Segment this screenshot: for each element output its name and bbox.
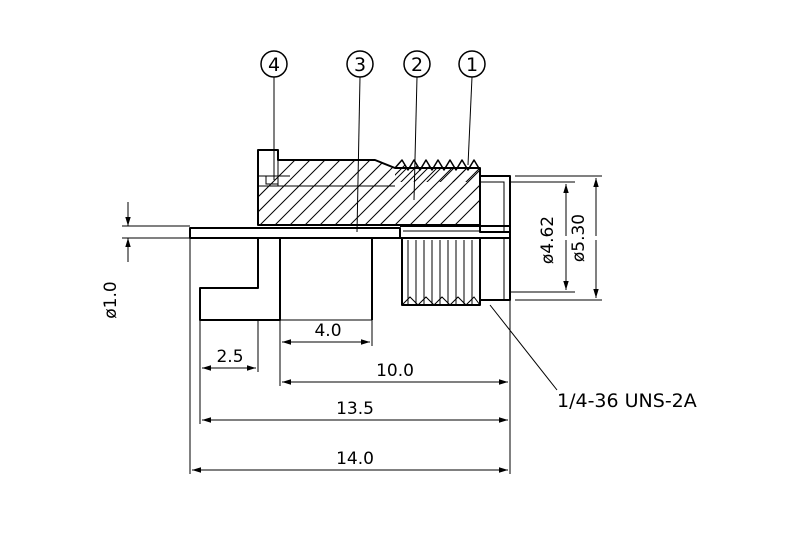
svg-text:ø4.62: ø4.62 bbox=[538, 216, 558, 264]
svg-text:4: 4 bbox=[268, 54, 280, 76]
dim-dia-1-0: ø1.0 bbox=[101, 202, 190, 319]
dim-len-2-5: 2.5 bbox=[202, 347, 256, 371]
svg-text:2: 2 bbox=[411, 54, 423, 76]
svg-text:10.0: 10.0 bbox=[376, 361, 414, 381]
balloon-2: 2 bbox=[403, 50, 431, 201]
pin-flange bbox=[189, 225, 511, 239]
balloon-4: 4 bbox=[260, 50, 288, 180]
svg-text:ø1.0: ø1.0 bbox=[101, 281, 121, 318]
svg-text:4.0: 4.0 bbox=[314, 321, 341, 341]
balloon-1: 1 bbox=[458, 50, 486, 166]
body-section bbox=[257, 149, 511, 233]
dim-len-4-0: 4.0 bbox=[282, 321, 370, 345]
dim-len-13-5: 13.5 bbox=[202, 399, 508, 423]
balloon-3: 3 bbox=[346, 50, 374, 233]
dim-dia-4-62: ø4.62 bbox=[510, 181, 575, 293]
svg-text:2.5: 2.5 bbox=[216, 347, 243, 367]
lower-profile bbox=[190, 237, 373, 321]
svg-text:ø5.30: ø5.30 bbox=[569, 214, 589, 262]
thread-callout: 1/4-36 UNS-2A bbox=[489, 304, 697, 412]
svg-text:1/4-36 UNS-2A: 1/4-36 UNS-2A bbox=[557, 390, 697, 412]
svg-text:1: 1 bbox=[466, 54, 478, 76]
extension-lines bbox=[189, 238, 511, 474]
dim-len-14-0: 14.0 bbox=[192, 449, 508, 473]
svg-text:13.5: 13.5 bbox=[336, 399, 374, 419]
svg-text:3: 3 bbox=[354, 54, 366, 76]
threaded-section bbox=[401, 237, 511, 306]
svg-text:14.0: 14.0 bbox=[336, 449, 374, 469]
dim-dia-5-30: ø5.30 bbox=[515, 175, 602, 301]
dim-len-10-0: 10.0 bbox=[282, 361, 508, 385]
